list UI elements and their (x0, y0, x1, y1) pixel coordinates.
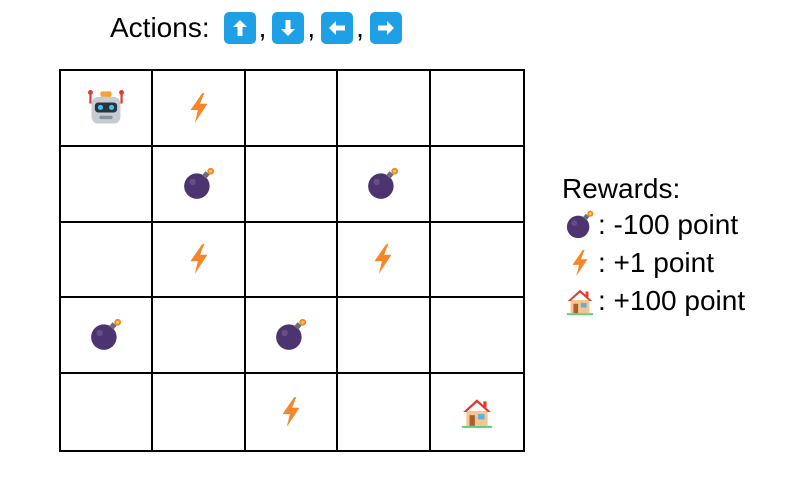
reward-text-lightning: : +1 point (598, 247, 714, 278)
arrow-right-icon (369, 12, 402, 44)
grid-cell (61, 222, 154, 299)
bomb-icon (562, 210, 598, 240)
grid-cell (430, 223, 523, 299)
robot-icon (86, 88, 126, 128)
actions-label: Actions: (110, 12, 210, 43)
lightning-icon (182, 91, 216, 125)
arrow-up-icon (223, 12, 256, 44)
grid-cell (153, 146, 246, 223)
reward-text-house: : +100 point (598, 285, 746, 316)
grid-cell (245, 222, 339, 299)
grid-cell (153, 222, 246, 299)
arrow-down-icon (272, 12, 305, 44)
rewards-title: Rewards: (562, 173, 681, 204)
grid-cell (61, 298, 154, 375)
grid-cell (245, 146, 339, 223)
lightning-icon (274, 395, 308, 429)
action-separator: , (307, 12, 316, 43)
grid-cell (153, 298, 246, 375)
grid-cell (61, 71, 154, 147)
rewards-legend: Rewards: : -100 point : +1 point : +100 … (562, 172, 745, 320)
grid-cell (246, 374, 339, 450)
grid-cell (430, 298, 523, 375)
grid-cell (245, 298, 339, 375)
lightning-icon (562, 248, 598, 278)
actions-bar: Actions: ,,, (110, 10, 402, 46)
house-icon (460, 395, 494, 429)
grid-cell (338, 374, 431, 450)
grid-cell (153, 71, 246, 147)
bomb-icon (274, 318, 308, 352)
action-keys: ,,, (223, 12, 402, 44)
lightning-icon (366, 242, 400, 276)
lightning-icon (182, 242, 216, 276)
grid-cell (431, 374, 523, 450)
action-separator: , (258, 12, 267, 43)
reward-row-lightning: : +1 point (562, 244, 745, 282)
grid-cell (153, 374, 246, 450)
grid-cell (430, 71, 523, 147)
grid-cell (245, 71, 339, 147)
house-icon (562, 286, 598, 316)
grid-world (59, 69, 525, 452)
bomb-icon (366, 167, 400, 201)
reward-row-house: : +100 point (562, 282, 745, 320)
reward-text-bomb: : -100 point (598, 209, 739, 240)
arrow-left-icon (321, 12, 354, 44)
grid-cell (338, 298, 431, 375)
grid-cell (338, 222, 431, 299)
action-separator: , (356, 12, 364, 43)
grid-cell (338, 146, 431, 223)
grid-cell (338, 71, 431, 147)
grid-cell (430, 147, 523, 223)
reward-row-bomb: : -100 point (562, 206, 745, 244)
bomb-icon (89, 318, 123, 352)
grid-cell (61, 374, 154, 450)
bomb-icon (182, 167, 216, 201)
grid-cell (61, 146, 154, 223)
